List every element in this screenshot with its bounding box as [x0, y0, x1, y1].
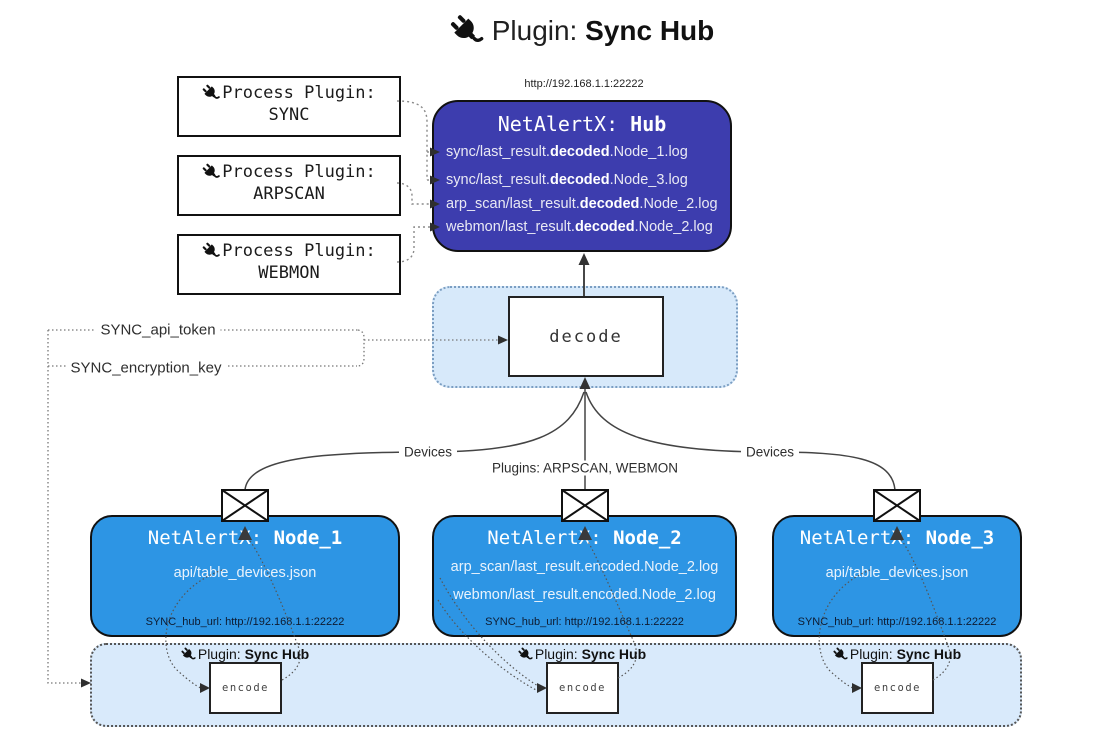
plug-icon	[202, 163, 220, 181]
plug-icon	[518, 647, 533, 662]
encode-plugin-label: Plugin: Sync Hub	[833, 646, 961, 662]
decode-box: decode	[508, 296, 664, 377]
process-plugin-heading: Process Plugin:	[179, 83, 399, 103]
node-hub-url: SYNC_hub_url: http://192.168.1.1:22222	[145, 616, 345, 628]
hub-log-line: webmon/last_result.decoded.Node_2.log	[446, 219, 713, 235]
process-plugin-name: ARPSCAN	[253, 184, 325, 204]
node-file-line: webmon/last_result.encoded.Node_2.log	[453, 587, 716, 603]
devices-label-left: Devices	[398, 444, 458, 460]
plug-icon	[181, 647, 196, 662]
node-hub-url: SYNC_hub_url: http://192.168.1.1:22222	[797, 616, 997, 628]
plugins-label-center: Plugins: ARPSCAN, WEBMON	[486, 460, 684, 476]
process-connectors	[396, 100, 431, 263]
process-plugin-name: SYNC	[268, 105, 310, 125]
devices-label-right: Devices	[740, 444, 800, 460]
hub-node: NetAlertX: Hub sync/last_result.decoded.…	[432, 100, 732, 252]
title-name: Sync Hub	[585, 15, 715, 46]
plug-icon	[202, 84, 220, 102]
hub-log-line: arp_scan/last_result.decoded.Node_2.log	[446, 196, 718, 212]
node-1: NetAlertX: Node_1 api/table_devices.json…	[90, 515, 400, 637]
encode-box: encode	[861, 662, 934, 714]
node-2: NetAlertX: Node_2 arp_scan/last_result.e…	[432, 515, 737, 637]
encode-plugin-label: Plugin: Sync Hub	[181, 646, 309, 662]
encode-plugin-label: Plugin: Sync Hub	[518, 646, 646, 662]
hub-title: NetAlertX: Hub	[497, 112, 667, 136]
process-plugin-heading: Process Plugin:	[179, 162, 399, 182]
process-plugin-webmon: Process Plugin: WEBMON	[177, 234, 401, 295]
encode-box: encode	[209, 662, 282, 714]
title-prefix: Plugin:	[491, 15, 586, 46]
encode-box: encode	[546, 662, 619, 714]
page-title: Plugin: Sync Hub	[450, 14, 715, 48]
node-file-line: api/table_devices.json	[173, 565, 317, 581]
node-title: NetAlertX: Node_2	[487, 527, 682, 549]
process-plugin-heading: Process Plugin:	[179, 241, 399, 261]
sync-encryption-key-label: SYNC_encryption_key	[65, 359, 227, 377]
hub-url: http://192.168.1.1:22222	[524, 78, 644, 90]
node-hub-url: SYNC_hub_url: http://192.168.1.1:22222	[485, 616, 684, 628]
process-plugin-name: WEBMON	[258, 263, 320, 283]
plug-icon	[202, 242, 220, 260]
sync-api-token-label: SYNC_api_token	[95, 321, 221, 339]
node-file-line: arp_scan/last_result.encoded.Node_2.log	[450, 559, 719, 575]
hub-log-line: sync/last_result.decoded.Node_1.log	[446, 144, 688, 160]
process-plugin-sync: Process Plugin: SYNC	[177, 76, 401, 137]
hub-log-line: sync/last_result.decoded.Node_3.log	[446, 172, 688, 188]
node-title: NetAlertX: Node_3	[799, 527, 995, 549]
node-3: NetAlertX: Node_3 api/table_devices.json…	[772, 515, 1022, 637]
process-plugin-arpscan: Process Plugin: ARPSCAN	[177, 155, 401, 216]
decode-to-hub-arrowhead	[578, 253, 590, 265]
node-file-line: api/table_devices.json	[825, 565, 969, 581]
node-title: NetAlertX: Node_1	[147, 527, 343, 549]
plug-icon	[833, 647, 848, 662]
plug-icon	[450, 14, 484, 48]
